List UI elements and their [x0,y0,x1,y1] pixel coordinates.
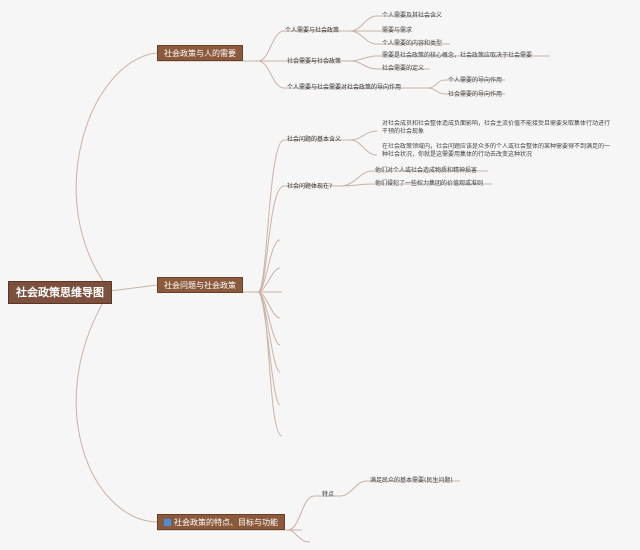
note-icon [164,519,171,526]
leaf-social-guidance[interactable]: 社会需要的导向作用 [448,91,503,98]
topic-features[interactable]: 特点 [322,491,335,498]
branch-social-policy-needs[interactable]: 社会政策与人的需要 [157,45,243,61]
topic-problem-definition[interactable]: 社会问题的基本含义 [287,136,342,143]
leaf-core-concept[interactable]: 需要是社会政策的核心概念，社会政策应取决于社会需要 [382,52,533,59]
topic-problem-manifestation[interactable]: 社会问题体现在? [287,183,333,190]
topic-needs-guidance[interactable]: 个人需要与社会需要对社会政策的导向作用 [287,84,402,91]
topic-individual-needs[interactable]: 个人需要与社会政策 [285,27,340,34]
branch-social-problems[interactable]: 社会问题与社会政策 [157,277,243,293]
branch-policy-features[interactable]: 社会政策的特点、目标与功能 [157,514,285,530]
connector-root-branch3 [75,290,158,523]
connector-root-branch2 [109,284,158,292]
leaf-damage[interactable]: 他们对个人或社会造成物质和精神损害 [375,167,478,174]
leaf-needs-demand[interactable]: 需要与需求 [382,27,413,34]
leaf-needs-social-meaning[interactable]: 个人需要及其社会含义 [382,12,443,19]
leaf-needs-types[interactable]: 个人需要的内容和类型 [382,40,443,47]
root-node[interactable]: 社会政策思维导图 [8,281,112,304]
leaf-social-needs-definition[interactable]: 社会需要的定义 [382,65,425,72]
topic-social-needs[interactable]: 社会需要与社会政策 [287,58,342,65]
leaf-problem-definition-2[interactable]: 在社会政策领域内，社会问题应该是众多的个人或社会整体的某种需要得不到满足的一种社… [382,143,611,158]
leaf-basic-needs[interactable]: 满足民众的基本需要(民生问题) [370,477,453,484]
leaf-problem-definition-1[interactable]: 对社会成员和社会整体造成负面影响，社会主流价值不能接受且需要采取集体行动进行干预… [382,120,611,135]
leaf-individual-guidance[interactable]: 个人需要的导向作用 [448,77,503,84]
branch-policy-features-label: 社会政策的特点、目标与功能 [174,518,278,527]
leaf-values-violation[interactable]: 他们侵犯了一些权力集团的价值观或准则 [375,180,484,187]
connector-root-branch1 [75,52,158,292]
